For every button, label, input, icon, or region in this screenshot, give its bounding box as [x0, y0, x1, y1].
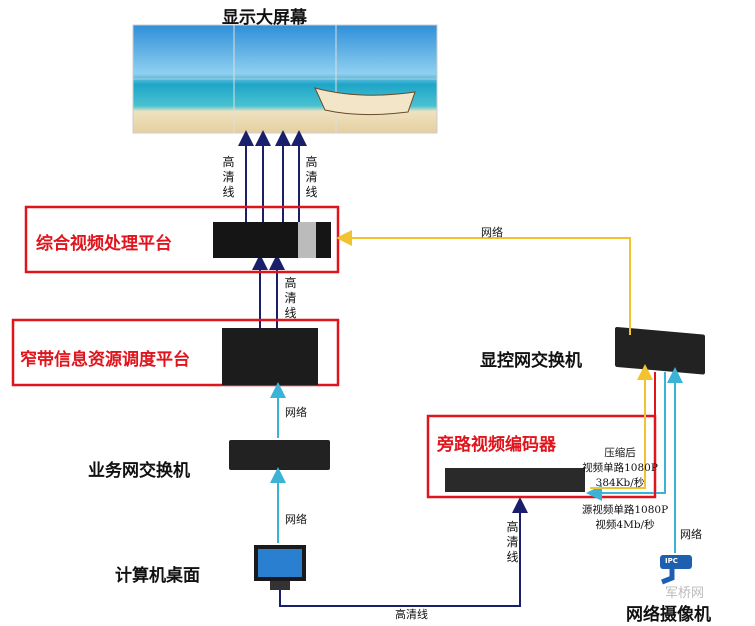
- server-device: [222, 328, 318, 385]
- hd-label: 高清线: [222, 155, 235, 199]
- net-label: 网络: [285, 513, 307, 526]
- business-switch-label: 业务网交换机: [88, 461, 190, 481]
- note-line: 384Kb/秒: [595, 477, 645, 489]
- display-switch-label: 显控网交换机: [480, 351, 582, 371]
- net-label: 网络: [481, 226, 503, 239]
- watermark: 军桥网: [665, 586, 705, 601]
- narrowband-platform-label: 窄带信息资源调度平台: [20, 350, 190, 370]
- camera-label: 网络摄像机: [626, 605, 711, 625]
- desktop-label: 计算机桌面: [115, 566, 200, 586]
- compressed-note: 压缩后 视频单路1080P 384Kb/秒: [582, 446, 658, 491]
- note-line: 压缩后: [604, 447, 636, 459]
- hd-label: 高清线: [506, 520, 519, 564]
- narrowband-platform-box: [11, 318, 340, 387]
- page-title: 显示大屏幕: [222, 8, 307, 28]
- monitor-icon: [254, 545, 306, 590]
- source-note: 源视频单路1080P 视频4Mb/秒: [580, 503, 670, 533]
- ipc-tag: IPC: [665, 557, 678, 565]
- note-line: 视频单路1080P: [582, 462, 658, 474]
- display-switch-device: [615, 326, 705, 375]
- net-label: 网络: [285, 406, 307, 419]
- hd-label: 高清线: [305, 155, 318, 199]
- hd-label: 高清线: [284, 276, 297, 320]
- hd-label: 高清线: [395, 608, 428, 621]
- network-lines: [270, 367, 683, 553]
- encoder-device: [445, 468, 585, 492]
- net-label: 网络: [680, 528, 702, 541]
- encoder-label: 旁路视频编码器: [437, 435, 556, 455]
- video-platform-label: 综合视频处理平台: [36, 234, 172, 254]
- note-line: 源视频单路1080P: [581, 504, 669, 516]
- business-switch-device: [229, 440, 330, 470]
- note-line: 视频4Mb/秒: [595, 519, 655, 531]
- ipc-camera-icon: [660, 555, 692, 585]
- video-wall: [132, 24, 438, 134]
